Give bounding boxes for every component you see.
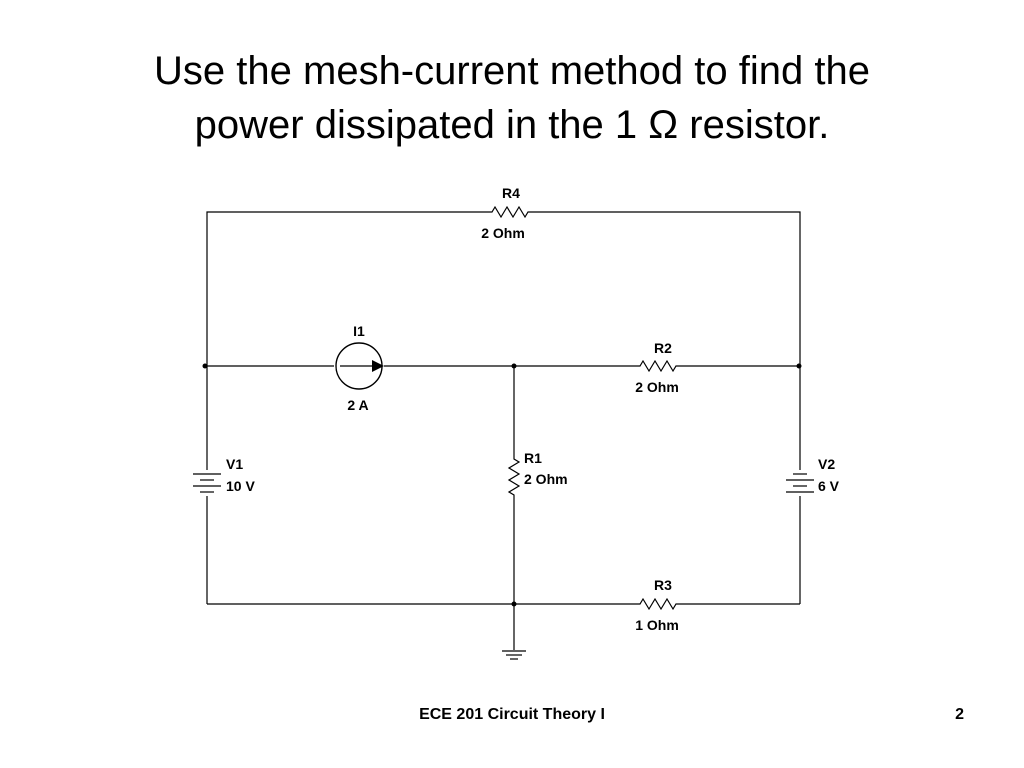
r3-value: 1 Ohm [635,617,679,633]
node-dot-right [796,363,802,369]
top-wire [206,211,801,366]
r1-label: R1 [524,450,542,466]
resistor-r3: R3 1 Ohm [634,577,684,633]
r3-label: R3 [654,577,672,593]
i1-value: 2 A [347,397,368,413]
voltage-source-v1: V1 10 V [193,366,255,604]
title-line-1: Use the mesh-current method to find the [154,49,870,93]
title-line-2: power dissipated in the 1 Ω resistor. [194,103,830,147]
v2-label: V2 [818,456,835,472]
footer-page-number: 2 [955,706,964,723]
r4-label: R4 [502,185,520,201]
resistor-r4: R4 2 Ohm [481,185,536,241]
r2-value: 2 Ohm [635,379,679,395]
r2-label: R2 [654,340,672,356]
current-source-i1: I1 2 A [335,323,384,413]
v1-value: 10 V [226,478,255,494]
footer-course: ECE 201 Circuit Theory I [419,706,605,723]
slide-title: Use the mesh-current method to find the … [40,44,984,152]
v1-label: V1 [226,456,243,472]
i1-label: I1 [353,323,365,339]
resistor-r2: R2 2 Ohm [634,340,684,395]
voltage-source-v2: V2 6 V [786,366,840,604]
v2-value: 6 V [818,478,840,494]
arrow-right-icon [372,360,384,372]
ground-icon [502,604,526,660]
node-dot-left [202,363,208,369]
r1-value: 2 Ohm [524,471,568,487]
resistor-r1: R1 2 Ohm [507,366,568,604]
r4-value: 2 Ohm [481,225,525,241]
